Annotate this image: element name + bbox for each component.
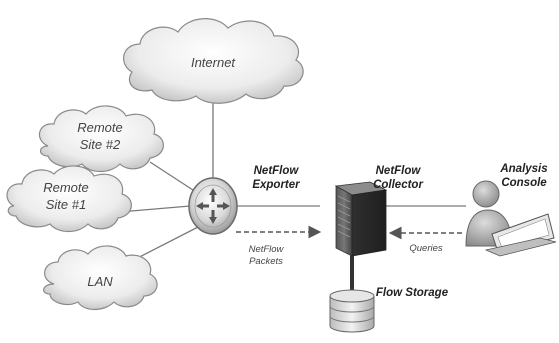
remote-site-1-cloud: Remote Site #1	[6, 165, 132, 233]
connection-lines	[117, 97, 466, 294]
person-laptop-icon	[465, 180, 557, 257]
router-icon	[188, 177, 238, 235]
cloud-shape-site2	[38, 105, 164, 173]
netflow-packets-label-line1: NetFlow	[249, 244, 285, 255]
link-site2-router	[149, 161, 197, 193]
server-icon	[334, 181, 388, 257]
console-label-line1: Analysis	[499, 163, 547, 175]
internet-cloud: Internet	[123, 18, 304, 104]
internet-label: Internet	[191, 55, 236, 70]
lan-cloud: LAN	[43, 245, 158, 311]
cloud-shape-site1	[6, 165, 132, 233]
cloud-shape-lan	[43, 245, 158, 311]
queries-label: Queries	[409, 243, 443, 254]
collector-label-line2: Collector	[373, 179, 423, 191]
console-label-line2: Console	[501, 177, 547, 189]
remote-site-2-label-line1: Remote	[77, 120, 123, 135]
remote-site-2-cloud: Remote Site #2	[38, 105, 164, 173]
exporter-label-line2: Exporter	[252, 179, 300, 191]
remote-site-2-label-line2: Site #2	[80, 137, 121, 152]
netflow-packets-label-line2: Packets	[249, 256, 283, 267]
collector-label-line1: NetFlow	[376, 165, 422, 177]
exporter-label-line1: NetFlow	[254, 165, 300, 177]
remote-site-1-label-line1: Remote	[43, 180, 89, 195]
remote-site-1-label-line2: Site #1	[46, 197, 86, 212]
link-site1-router	[119, 205, 191, 213]
cloud-shape-internet	[123, 18, 304, 104]
database-icon	[329, 289, 375, 333]
lan-label: LAN	[87, 274, 113, 289]
storage-label: Flow Storage	[376, 287, 449, 299]
